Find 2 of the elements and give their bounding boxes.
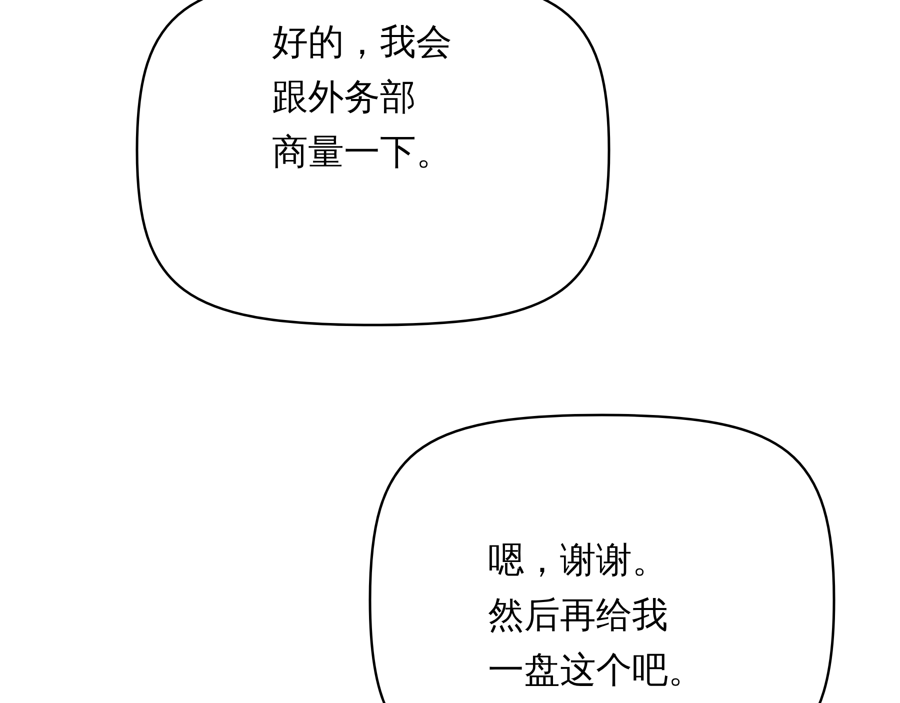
dialogue-text: 好的，我会跟外务部商量一下。 [272,21,452,175]
dialogue-text: 嗯，谢谢。然后再给我一盘这个吧。 [488,539,704,693]
